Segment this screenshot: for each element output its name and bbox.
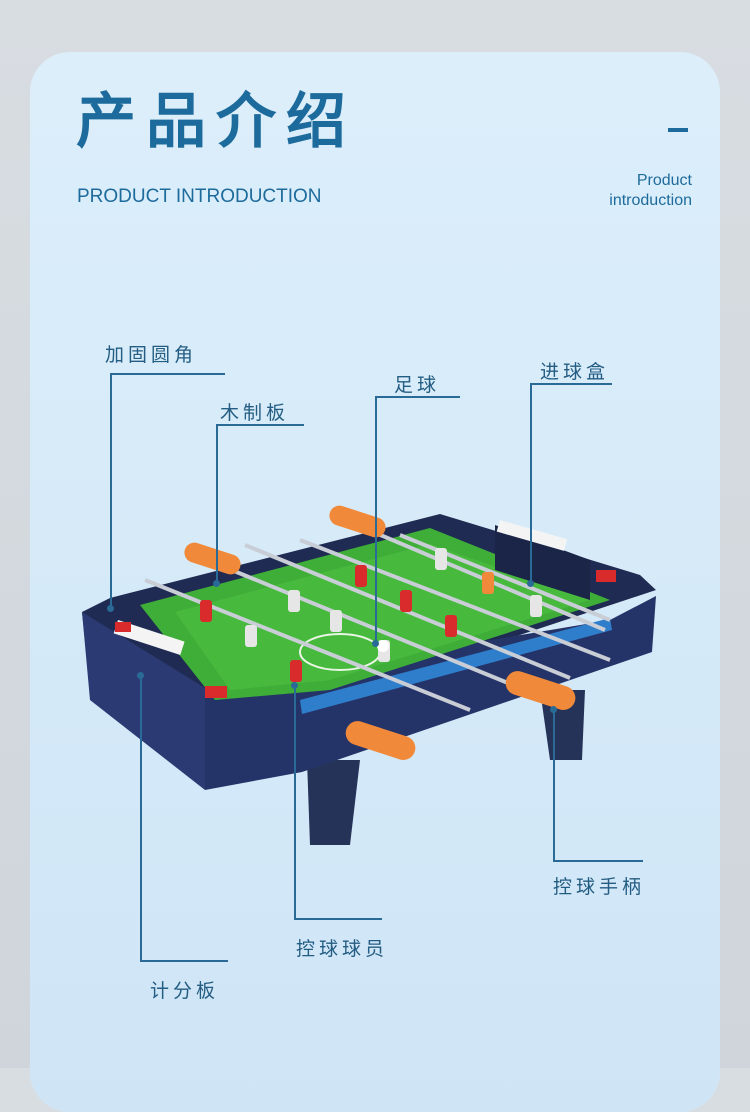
callout-handle: 控球手柄 — [553, 876, 646, 898]
score-marker — [115, 622, 131, 632]
score-marker — [205, 686, 227, 698]
callout-line — [294, 918, 382, 920]
callout-line — [375, 396, 377, 644]
subtitle-line-2: introduction — [609, 192, 692, 209]
subtitle-line-1: Product — [636, 172, 692, 189]
callout-goal-box: 进球盒 — [540, 361, 610, 383]
player-rods — [144, 518, 611, 712]
callout-line — [140, 676, 142, 962]
callout-ball: 足球 — [394, 374, 441, 396]
callout-line — [216, 424, 304, 426]
white-players — [245, 548, 542, 662]
ball — [377, 640, 389, 652]
table-end-wall — [82, 612, 205, 790]
callout-line — [110, 373, 112, 610]
title-dash — [668, 128, 688, 132]
callout-line — [110, 373, 225, 375]
callout-dot — [107, 605, 114, 612]
callout-dot — [291, 682, 298, 689]
callout-line — [140, 960, 228, 962]
scoreboard-left — [113, 620, 185, 655]
callout-line — [553, 860, 643, 862]
page-title-english: PRODUCT INTRODUCTION — [77, 186, 322, 207]
callout-line — [530, 383, 532, 583]
callout-reinforced-corner: 加固圆角 — [105, 344, 198, 366]
callout-line — [530, 383, 612, 385]
callout-line — [375, 396, 460, 398]
callout-line — [294, 688, 296, 920]
callout-dot — [213, 580, 220, 587]
callout-scoreboard: 计分板 — [150, 980, 220, 1002]
goalkeeper-player — [482, 572, 494, 594]
callout-dot — [372, 640, 379, 647]
goal-box — [495, 525, 590, 600]
red-players — [200, 565, 457, 682]
callout-wood-board: 木制板 — [220, 402, 290, 424]
table-leg — [307, 760, 360, 845]
foosball-table-illustration — [82, 505, 656, 845]
side-wall-stripe — [300, 618, 612, 714]
score-marker — [596, 570, 616, 582]
callout-dot — [550, 706, 557, 713]
callout-line — [216, 424, 218, 584]
callout-dot — [527, 580, 534, 587]
callout-dot — [137, 672, 144, 679]
callout-player: 控球球员 — [296, 938, 389, 960]
callout-line — [553, 712, 555, 862]
control-handles — [184, 505, 576, 760]
section-subtitle: Product introduction — [609, 171, 692, 211]
page-title: 产品介绍 — [76, 87, 356, 157]
